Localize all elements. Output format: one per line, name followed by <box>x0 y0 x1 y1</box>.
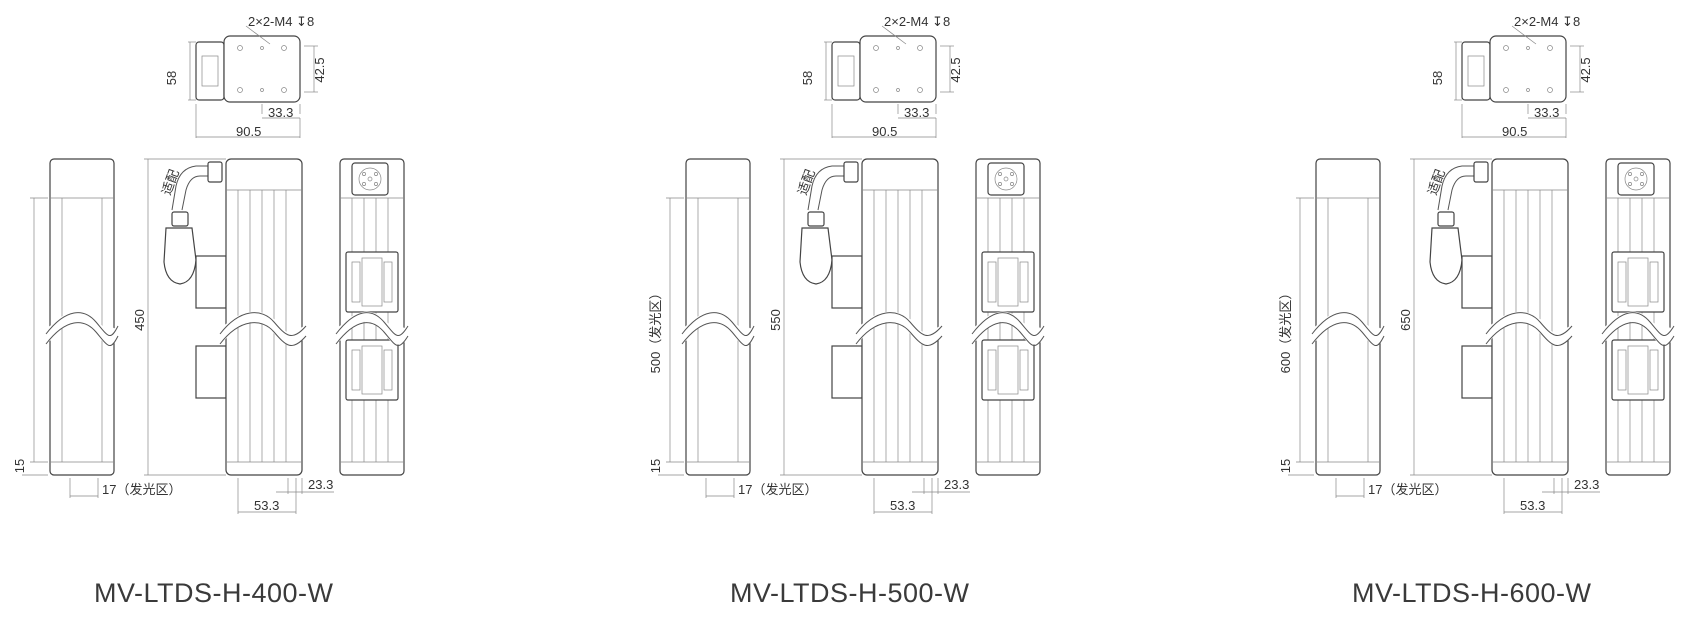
drawing-600: 2×2-M4 ↧8 58 42.5 33.3 90.5 15 600（发光区） … <box>1278 14 1679 514</box>
dim-emit-width: 17（发光区） <box>102 482 181 497</box>
dim-end: 15 <box>12 459 27 473</box>
dim-length: 450 <box>132 309 147 331</box>
hole-spec-label: 2×2-M4 ↧8 <box>1514 14 1580 29</box>
dim-width: 90.5 <box>236 124 261 139</box>
dim-mount-w: 33.3 <box>904 105 929 120</box>
back-view <box>968 158 1049 476</box>
adapter-label: 适配 <box>795 167 818 197</box>
drawing-400: 2×2-M4 ↧8 58 42.5 33.3 90.5 15 17（发光区） <box>12 14 413 514</box>
dim-end: 15 <box>1278 459 1293 473</box>
dim-height: 58 <box>800 71 815 85</box>
dim-mount-w: 33.3 <box>268 105 293 120</box>
model-name: MV-LTDS-H-400-W <box>94 578 334 608</box>
dim-side-a: 23.3 <box>308 477 333 492</box>
top-view <box>824 25 954 138</box>
front-view <box>658 158 759 498</box>
drawing-500: 2×2-M4 ↧8 58 42.5 33.3 90.5 15 500（发光区） … <box>648 14 1049 514</box>
dim-mount-w: 33.3 <box>1534 105 1559 120</box>
drawing-panel-600: 2×2-M4 ↧8 58 42.5 33.3 90.5 15 600（发光区） … <box>1266 0 1686 639</box>
dim-width: 90.5 <box>1502 124 1527 139</box>
model-name: MV-LTDS-H-500-W <box>730 578 970 608</box>
side-view <box>780 158 970 514</box>
dim-length: 550 <box>768 309 783 331</box>
model-name: MV-LTDS-H-600-W <box>1352 578 1592 608</box>
dim-emit-width: 17（发光区） <box>738 482 817 497</box>
top-view <box>188 25 318 138</box>
adapter-label: 适配 <box>1425 167 1448 197</box>
adapter-label: 适配 <box>159 167 182 197</box>
back-view <box>332 158 413 476</box>
dim-emit-length: 600（发光区） <box>1278 287 1293 374</box>
drawing-panel-500: 2×2-M4 ↧8 58 42.5 33.3 90.5 15 500（发光区） … <box>636 0 1196 639</box>
dim-side-b: 53.3 <box>890 498 915 513</box>
top-view <box>1454 25 1584 138</box>
dim-emit-width: 17（发光区） <box>1368 482 1447 497</box>
dim-side-b: 53.3 <box>254 498 279 513</box>
back-view <box>1598 158 1679 476</box>
front-view <box>1288 158 1389 498</box>
side-view <box>1410 158 1600 514</box>
dim-side-a: 23.3 <box>1574 477 1599 492</box>
dim-emit-length: 500（发光区） <box>648 287 663 374</box>
dim-mount-h: 42.5 <box>312 57 327 82</box>
dim-length: 650 <box>1398 309 1413 331</box>
front-view <box>22 158 123 498</box>
dim-height: 58 <box>164 71 179 85</box>
hole-spec-label: 2×2-M4 ↧8 <box>884 14 950 29</box>
dim-end: 15 <box>648 459 663 473</box>
dim-mount-h: 42.5 <box>948 57 963 82</box>
dim-height: 58 <box>1430 71 1445 85</box>
dim-side-b: 53.3 <box>1520 498 1545 513</box>
hole-spec-label: 2×2-M4 ↧8 <box>248 14 314 29</box>
dim-side-a: 23.3 <box>944 477 969 492</box>
side-view <box>144 158 334 514</box>
dim-width: 90.5 <box>872 124 897 139</box>
dim-mount-h: 42.5 <box>1578 57 1593 82</box>
drawing-panel-400: 2×2-M4 ↧8 58 42.5 33.3 90.5 15 17（发光区） <box>0 0 560 639</box>
